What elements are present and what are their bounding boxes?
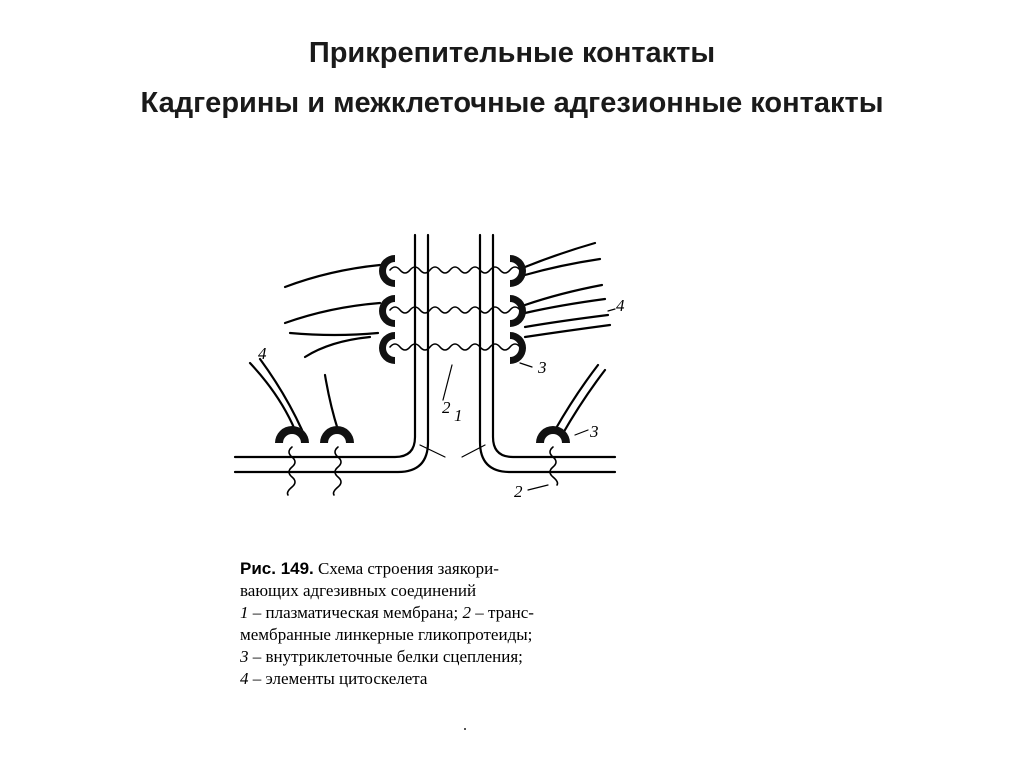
label-linker-bottom: 2 [514, 482, 523, 501]
cytoskeleton-fibre [523, 297, 607, 315]
speck [464, 728, 466, 730]
membrane-right-inner [491, 233, 617, 459]
transmembrane-linker [332, 446, 342, 496]
anchor-protein [510, 255, 526, 287]
transmembrane-linker [286, 446, 296, 496]
label-anchor-right-bottom: 3 [589, 422, 599, 441]
cytoskeleton-fibre [523, 323, 612, 339]
cytoskeleton-fibre [553, 363, 600, 432]
adhesion-diagram-svg: 2 1 3 3 4 4 2 [233, 233, 625, 501]
anchor-protein [536, 426, 570, 443]
caption-num: 4 [240, 669, 249, 688]
caption-text: – транс- [470, 603, 534, 622]
anchor-protein [379, 332, 395, 364]
cytoskeleton-fibre [523, 313, 610, 329]
cytoskeleton-fibre [283, 263, 382, 289]
title-line-1: Прикрепительные контакты [308, 37, 716, 69]
cytoskeleton-fibre [303, 335, 372, 359]
slide-title: Прикрепительные контакты Кадгерины и меж… [0, 28, 1024, 128]
label-cytoskeleton-right: 4 [616, 296, 625, 315]
adhesion-diagram: 2 1 3 3 4 4 2 [230, 225, 650, 525]
label-linker-top: 2 [442, 398, 451, 417]
cytoskeleton-fibre [248, 361, 297, 432]
caption-line-1: Схема строения заякори- [313, 559, 499, 578]
cytoskeleton-fibre [523, 241, 597, 269]
caption-text: – элементы цитоскелета [248, 669, 428, 688]
transmembrane-linker [549, 446, 559, 486]
membrane-left-inner [233, 233, 430, 474]
figure-caption: Рис. 149. Схема строения заякори- вающих… [240, 558, 625, 690]
cytoskeleton-fibre [258, 357, 304, 432]
label-anchor-right-top: 3 [537, 358, 547, 377]
caption-num: 3 [240, 647, 249, 666]
cytoskeleton-fibre [288, 331, 380, 337]
caption-line-4: мембранные линкерные гликопротеиды; [240, 625, 533, 644]
linker-glycoprotein [389, 306, 521, 314]
anchor-protein [275, 426, 309, 443]
caption-text: – внутриклеточные белки сцепления; [248, 647, 523, 666]
cytoskeleton-fibre [560, 368, 607, 437]
title-line-2: Кадгерины и межклеточные адгезионные кон… [140, 87, 884, 119]
caption-text: – плазматическая мембрана; [248, 603, 463, 622]
linker-glycoprotein [389, 266, 521, 274]
caption-line-2: вающих адгезивных соединений [240, 581, 477, 600]
cytoskeleton-fibre [523, 257, 602, 277]
membrane-left [233, 233, 417, 459]
anchor-protein [510, 332, 526, 364]
caption-num: 1 [240, 603, 249, 622]
anchor-protein [510, 295, 526, 327]
membrane-right [478, 233, 617, 474]
label-cytoskeleton-left: 4 [258, 344, 267, 363]
cytoskeleton-fibre [523, 283, 604, 307]
anchor-protein [379, 295, 395, 327]
anchor-protein [379, 255, 395, 287]
cytoskeleton-fibre [323, 373, 340, 432]
caption-fig-label: Рис. 149. [240, 559, 314, 578]
caption-num: 2 [462, 603, 471, 622]
label-membrane: 1 [454, 406, 463, 425]
anchor-protein [320, 426, 354, 443]
cytoskeleton-fibre [283, 301, 382, 325]
linker-glycoprotein [389, 343, 521, 351]
